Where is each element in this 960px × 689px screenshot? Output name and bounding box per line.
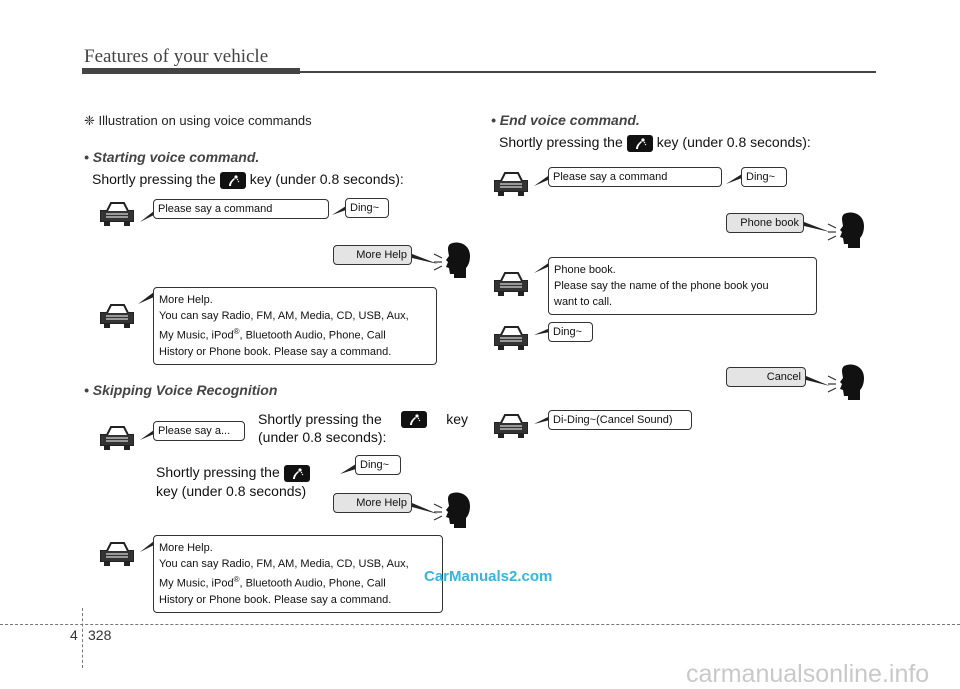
bubble-cancel-sound: Di-Ding~(Cancel Sound): [548, 410, 692, 430]
car-icon: [492, 410, 530, 440]
starting-text-before: Shortly pressing the: [92, 171, 216, 187]
more-help-line2a: My Music, iPod: [159, 329, 234, 342]
more-help-line1: You can say Radio, FM, AM, Media, CD, US…: [159, 310, 409, 322]
bubble-ding: Ding~: [345, 198, 389, 218]
bubble-more-help: More Help: [333, 245, 412, 265]
skipping-heading: • Skipping Voice Recognition: [84, 382, 278, 398]
skipping-instruction-1: Shortly pressing the key (under 0.8 seco…: [258, 410, 468, 446]
bubble-please-say-command: Please say a command: [153, 199, 329, 219]
end-instruction: Shortly pressing the key (under 0.8 secon…: [499, 134, 811, 152]
skipping-text1-before: Shortly pressing the: [258, 411, 382, 427]
end-text-before: Shortly pressing the: [499, 134, 623, 150]
header-bar: [82, 68, 300, 74]
bubble-ding: Ding~: [741, 167, 787, 187]
watermark-carmanuals2: CarManuals2.com: [424, 568, 553, 585]
phone-book-line2: Please say the name of the phone book yo…: [554, 280, 769, 292]
watermark-carmanualsonline: carmanualsonline.info: [686, 660, 930, 688]
skipping-text1-after: key: [446, 411, 468, 427]
header-title: Features of your vehicle: [84, 46, 269, 67]
car-icon: [98, 538, 136, 568]
skipping-instruction-2: Shortly pressing the key (under 0.8 seco…: [156, 463, 314, 500]
bubble-phone-book: Phone book: [726, 213, 804, 233]
footer-divider: [82, 608, 83, 668]
talk-key-icon: [626, 134, 653, 152]
registered-mark: ®: [233, 327, 240, 336]
bubble-more-help-response: More Help. You can say Radio, FM, AM, Me…: [153, 535, 443, 613]
bubble-ding: Ding~: [355, 455, 401, 475]
more-help-title: More Help.: [159, 542, 213, 554]
car-icon: [492, 268, 530, 298]
end-text-after: key (under 0.8 seconds):: [656, 134, 811, 150]
more-help-line2: My Music, iPod®, Bluetooth Audio, Phone,…: [159, 572, 437, 592]
speaking-head-icon: [826, 210, 870, 250]
bubble-phone-book-response: Phone book. Please say the name of the p…: [548, 257, 817, 315]
car-icon: [98, 300, 136, 330]
more-help-line2b: , Bluetooth Audio, Phone, Call: [239, 329, 386, 342]
speaking-head-icon: [432, 240, 476, 280]
speaking-head-icon: [826, 362, 870, 402]
starting-text-after: key (under 0.8 seconds):: [249, 171, 404, 187]
talk-key-icon: [219, 171, 246, 189]
more-help-line2b: , Bluetooth Audio, Phone, Call: [239, 577, 386, 590]
phone-book-line3: want to call.: [554, 296, 613, 308]
skipping-text1-line2: (under 0.8 seconds):: [258, 429, 387, 445]
bubble-more-help: More Help: [333, 493, 412, 513]
bubble-please-say-command: Please say a command: [548, 167, 722, 187]
footer-rule: [0, 624, 960, 625]
car-icon: [98, 422, 136, 452]
more-help-line2a: My Music, iPod: [159, 577, 234, 590]
more-help-line2: My Music, iPod®, Bluetooth Audio, Phone,…: [159, 324, 431, 344]
starting-heading: • Starting voice command.: [84, 149, 260, 165]
header-rule: [300, 71, 876, 73]
more-help-line3: History or Phone book. Please say a comm…: [159, 345, 392, 358]
phone-book-line1: Phone book.: [554, 264, 616, 276]
car-icon: [98, 198, 136, 228]
car-icon: [492, 168, 530, 198]
bubble-ding: Ding~: [548, 322, 593, 342]
illustration-note: ❈ Illustration on using voice commands: [84, 113, 312, 128]
bubble-please-say-short: Please say a...: [153, 421, 245, 441]
more-help-title: More Help.: [159, 294, 213, 306]
more-help-line3: History or Phone book. Please say a comm…: [159, 593, 392, 606]
end-heading: • End voice command.: [491, 112, 640, 128]
bubble-cancel: Cancel: [726, 367, 806, 387]
skipping-text2-before: Shortly pressing the: [156, 464, 280, 480]
chapter-number: 4: [70, 627, 78, 643]
talk-key-icon: [283, 464, 310, 482]
starting-instruction: Shortly pressing the key (under 0.8 secon…: [92, 171, 404, 189]
speaking-head-icon: [432, 490, 476, 530]
bubble-more-help-response: More Help. You can say Radio, FM, AM, Me…: [153, 287, 437, 365]
registered-mark: ®: [233, 575, 240, 584]
car-icon: [492, 322, 530, 352]
talk-key-icon: [400, 410, 427, 428]
more-help-line1: You can say Radio, FM, AM, Media, CD, US…: [159, 558, 409, 570]
skipping-text2-line2: key (under 0.8 seconds): [156, 482, 307, 499]
page-number: 328: [88, 627, 112, 643]
